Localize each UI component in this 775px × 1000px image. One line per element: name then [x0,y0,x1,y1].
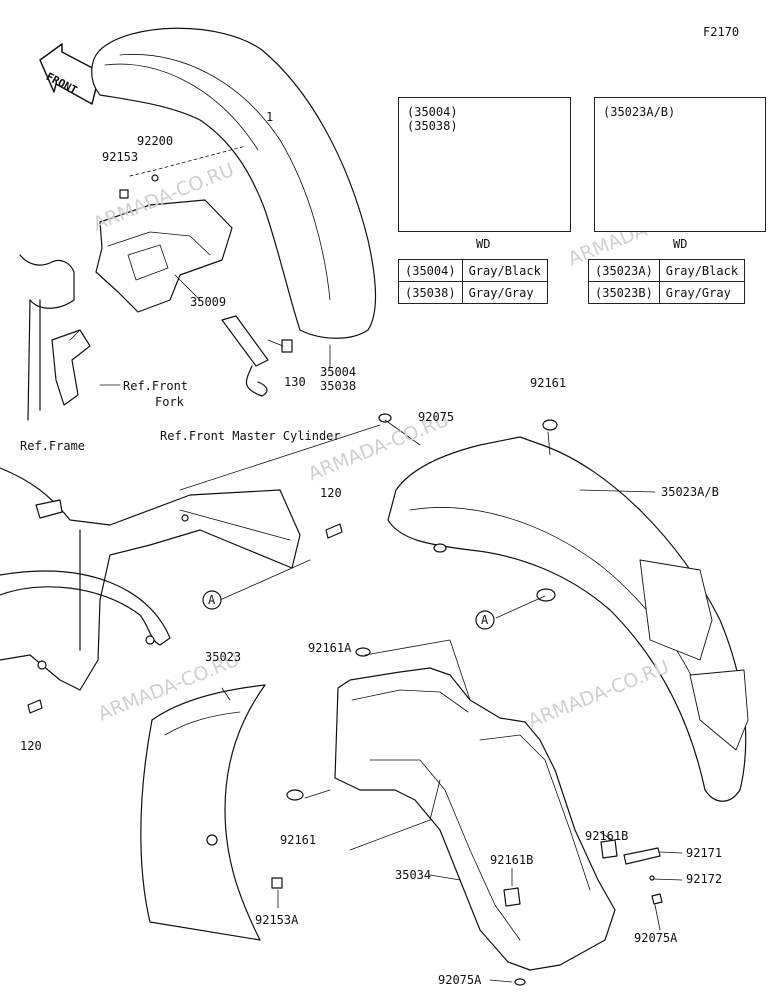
part-label-35004: 35004 [320,365,357,379]
table-row: (35004) Gray/Black [398,259,548,282]
part-label-92161-bottom: 92161 [280,833,317,847]
inset-left-box: (35004) (35038) [398,97,571,232]
table-row: (35023A) Gray/Black [588,259,746,282]
table-cell-part: (35004) [398,259,463,282]
grommet-92075-drawing [378,413,392,423]
inset-right-code: (35023A/B) [603,105,676,119]
front-fork-drawing [19,254,91,421]
pad-92161B-mid-drawing [503,887,521,907]
bolt-92153A-drawing [271,877,283,889]
part-label-92161B-mid: 92161B [490,853,534,867]
front-fender-drawing [91,27,377,339]
bolt-120-top-drawing [325,523,343,539]
fender-bracket-drawing [95,199,233,313]
figure-code: F2170 [703,25,740,39]
table-cell-color: Gray/Gray [658,281,746,304]
bolt-120-bottom-drawing [27,699,43,714]
ref-a-right-label: A [481,613,489,627]
inset-left-code: (35038) [407,119,458,133]
part-label-120-bottom: 120 [20,739,42,753]
part-label-120-top: 120 [320,486,342,500]
ref-a-right-circle [475,610,495,630]
pad-92161B-right-drawing [600,839,618,859]
table-row: (35023B) Gray/Gray [588,281,746,304]
table-row: (35038) Gray/Gray [398,281,548,304]
ref-frame-label: Ref.Frame [20,439,86,453]
table-cell-part: (35023B) [588,281,660,304]
inner-fender-drawing [140,684,266,941]
master-cylinder-clip-drawing [221,315,293,397]
part-label-1: 1 [266,110,274,124]
grommet-92161-top-drawing [542,419,558,431]
part-label-130: 130 [284,375,306,389]
part-label-92171: 92171 [686,846,723,860]
part-label-35034: 35034 [395,868,432,882]
rear-subframe-drawing [0,467,301,691]
part-label-92075: 92075 [418,410,455,424]
part-label-92200: 92200 [137,134,174,148]
part-label-92161A: 92161A [308,641,352,655]
grommet-92161-bottom-drawing [286,789,304,801]
inset-right-caption: WD [673,237,688,251]
ref-a-left-label: A [208,593,216,607]
table-cell-part: (35038) [398,281,463,304]
table-cell-color: Gray/Black [658,259,746,282]
part-label-92153A: 92153A [255,913,299,927]
table-cell-color: Gray/Black [461,259,548,282]
part-label-92075A-right: 92075A [634,931,678,945]
fender-support-frame-drawing [334,667,616,971]
inset-left-code: (35004) [407,105,458,119]
ref-a-left-circle [202,590,222,610]
part-label-92172: 92172 [686,872,723,886]
clip-92171-drawing [623,847,661,865]
ref-front-fork-label: Fork [155,395,184,409]
table-cell-part: (35023A) [588,259,660,282]
color-table-left: (35004) Gray/Black (35038) Gray/Gray [398,259,548,304]
part-label-35038: 35038 [320,379,357,393]
table-cell-color: Gray/Gray [461,281,548,304]
part-label-92161-top: 92161 [530,376,567,390]
bolt-92153-drawing [119,189,129,199]
part-label-35023: 35023 [205,650,242,664]
part-label-92075A-bottom: 92075A [438,973,482,987]
pad-92075A-bottom-drawing [514,978,526,986]
inset-left-caption: WD [476,237,491,251]
ref-master-cylinder-label: Ref.Front Master Cylinder [160,429,341,443]
pad-92075A-right-drawing [651,893,663,905]
washer-92200-drawing [151,174,159,182]
part-label-92153: 92153 [102,150,139,164]
inset-right-box: (35023A/B) [594,97,766,232]
part-label-92161B-right: 92161B [585,829,629,843]
color-table-right: (35023A) Gray/Black (35023B) Gray/Gray [588,259,746,304]
ref-front-fork-label: Ref.Front [123,379,189,393]
part-label-35009: 35009 [190,295,227,309]
part-label-35023AB: 35023A/B [661,485,719,499]
pad-92161A-drawing [355,647,371,657]
